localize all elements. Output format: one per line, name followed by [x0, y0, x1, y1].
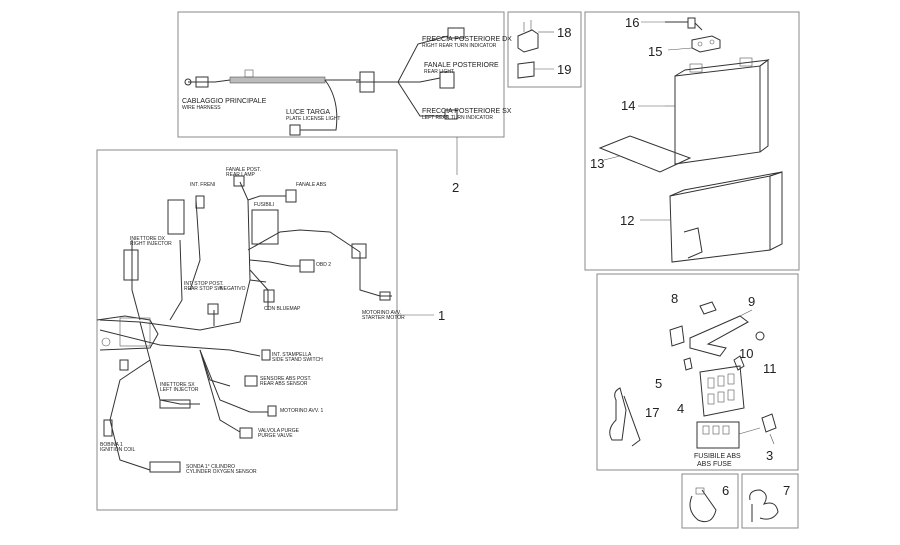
- callout-12: 12: [620, 213, 634, 228]
- int-stampella-sublabel: SIDE STAND SWITCH: [272, 357, 323, 363]
- panel-clamp-6: [681, 473, 739, 529]
- cablaggio-label: CABLAGGIO PRINCIPALE: [182, 98, 267, 105]
- obd2-label: OBD 2: [316, 262, 331, 268]
- callout-17: 17: [645, 405, 659, 420]
- panel-battery: [584, 11, 800, 271]
- callout-13: 13: [590, 156, 604, 171]
- abs-fuse-label: ABS FUSE: [697, 461, 732, 468]
- relay-drawing: [517, 20, 554, 79]
- int-stampella-label: INT. STAMPELLA: [272, 352, 312, 358]
- panel-main-harness: [96, 149, 398, 511]
- panel-relays: [507, 11, 582, 88]
- fanale-post-label: FANALE POSTERIORE: [424, 62, 499, 69]
- int-stop-post-sublabel: REAR STOP SW: [184, 286, 222, 292]
- sensore-abs-label: SENSORE ABS POST.: [260, 376, 311, 382]
- freccia-sx-sublabel: LEFT REAR TURN INDICATOR: [422, 115, 493, 121]
- fanale-post-sublabel: REAR LIGHT: [424, 69, 454, 75]
- callout-16: 16: [625, 15, 639, 30]
- fuse-box-drawing: [609, 301, 777, 449]
- luce-targa-sublabel: PLATE LICENSE LIGHT: [286, 116, 340, 122]
- callout-15: 15: [648, 44, 662, 59]
- panel-fuse-box: [596, 273, 799, 471]
- callout-9: 9: [748, 294, 755, 309]
- fanale-abs-label: FANALE ABS: [296, 182, 327, 188]
- callout-8: 8: [671, 291, 678, 306]
- valvola-purge-sublabel: PURGE VALVE: [258, 433, 293, 439]
- callout-2: 2: [452, 180, 459, 195]
- panel-rear-harness: [177, 11, 505, 138]
- iniettore-dx-sublabel: RIGHT INJECTOR: [130, 241, 172, 247]
- int-freni-label: INT. FRENI: [190, 182, 215, 188]
- callout-5: 5: [655, 376, 662, 391]
- rear-harness-drawing: [184, 27, 465, 136]
- valvola-purge-label: VALVOLA PURGE: [258, 428, 300, 434]
- motorino-avv-label: MOTORINO AVV.: [362, 310, 401, 316]
- fusibile-abs-label: FUSIBILE ABS: [694, 453, 741, 460]
- freccia-dx-label: FRECCIA POSTERIORE DX: [422, 36, 512, 43]
- sonda-sublabel: CYLINDER OXYGEN SENSOR: [186, 469, 257, 475]
- motorino-avv-sublabel: STARTER MOTOR: [362, 315, 405, 321]
- callout-18: 18: [557, 25, 571, 40]
- bobina-label: BOBINA 1: [100, 442, 123, 448]
- battery-drawing: [598, 17, 783, 263]
- bobina-sublabel: IGNITION COIL: [100, 447, 136, 453]
- sensore-abs-sublabel: REAR ABS SENSOR: [260, 381, 308, 387]
- panel-clamp-7: [741, 473, 799, 529]
- negativo-label: NEGATIVO: [220, 286, 246, 292]
- luce-targa-label: LUCE TARGA: [286, 109, 330, 116]
- freccia-sx-label: FRECCIA POSTERIORE SX: [422, 108, 512, 115]
- main-harness-drawing: [96, 175, 392, 473]
- con-bluemap-label: CON BLUEMAP: [264, 306, 301, 312]
- callout-19: 19: [557, 62, 571, 77]
- callout-6: 6: [722, 483, 729, 498]
- iniettore-sx-label: INIETTORE SX: [160, 382, 195, 388]
- clamp-drawing: [689, 487, 779, 523]
- fusibili-label: FUSIBILI: [254, 202, 274, 208]
- int-stop-post-label: INT. STOP POST.: [184, 281, 224, 287]
- callout-10: 10: [739, 346, 753, 361]
- iniettore-sx-sublabel: LEFT INJECTOR: [160, 387, 199, 393]
- callout-7: 7: [783, 483, 790, 498]
- callout-1: 1: [438, 308, 445, 323]
- callout-4: 4: [677, 401, 684, 416]
- freccia-dx-sublabel: RIGHT REAR TURN INDICATOR: [422, 43, 497, 49]
- callout-14: 14: [621, 98, 635, 113]
- fanale-post-main-sublabel: REAR LAMP: [226, 172, 256, 178]
- iniettore-dx-label: INIETTORE DX: [130, 236, 166, 242]
- fanale-post-main-label: FANALE POST.: [226, 167, 261, 173]
- cablaggio-sublabel: WIRE HARNESS: [182, 105, 221, 111]
- motorino-avv-1-label: MOTORINO AVV. 1: [280, 408, 323, 414]
- callout-3: 3: [766, 448, 773, 463]
- sonda-label: SONDA 1° CILINDRO: [186, 464, 235, 470]
- callout-11: 11: [763, 361, 777, 376]
